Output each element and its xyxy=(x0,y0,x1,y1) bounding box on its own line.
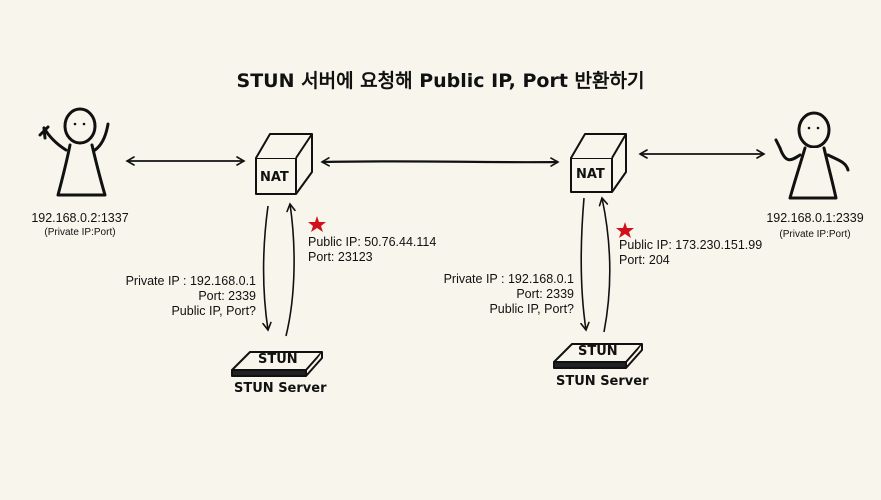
arrow-nat-nat xyxy=(320,157,560,167)
left-response-text: Public IP: 50.76.44.114 Port: 23123 xyxy=(308,235,436,265)
right-response-text: Public IP: 173.230.151.99 Port: 204 xyxy=(619,238,762,268)
right-response-arrow xyxy=(598,196,611,333)
right-stun-server-icon xyxy=(553,343,643,369)
right-star-icon xyxy=(616,222,634,238)
left-person-icon xyxy=(38,107,110,197)
left-nat-box xyxy=(255,133,313,195)
left-stun-server-icon xyxy=(231,351,323,377)
right-request-line2: Port: 2339 xyxy=(516,287,574,301)
left-request-text: Private IP : 192.168.0.1 Port: 2339 Publ… xyxy=(60,274,256,319)
right-stun-caption: STUN Server xyxy=(556,374,649,389)
right-response-line1: Public IP: 173.230.151.99 xyxy=(619,238,763,252)
left-stun-caption: STUN Server xyxy=(234,381,327,396)
right-request-arrow xyxy=(580,197,590,332)
left-stun-box-label: STUN xyxy=(258,352,298,367)
left-peer-caption: (Private IP:Port) xyxy=(44,227,116,238)
left-request-arrow xyxy=(262,205,272,332)
left-request-line2: Port: 2339 xyxy=(198,289,256,303)
left-request-line3: Public IP, Port? xyxy=(171,304,256,318)
left-star-icon xyxy=(308,216,326,232)
right-nat-box xyxy=(570,133,627,193)
right-request-line3: Public IP, Port? xyxy=(489,302,574,316)
right-nat-label: NAT xyxy=(576,167,605,182)
right-request-text: Private IP : 192.168.0.1 Port: 2339 Publ… xyxy=(376,272,574,317)
right-peer-caption: (Private IP:Port) xyxy=(779,229,851,240)
diagram-title: STUN 서버에 요청해 Public IP, Port 반환하기 xyxy=(236,70,645,92)
right-stun-box-label: STUN xyxy=(578,344,618,359)
left-response-arrow xyxy=(285,202,296,337)
left-peer-address: 192.168.0.2:1337 xyxy=(31,211,129,225)
right-person-icon xyxy=(774,111,850,200)
right-peer-address: 192.168.0.1:2339 xyxy=(766,211,864,225)
left-nat-label: NAT xyxy=(260,170,289,185)
left-response-line1: Public IP: 50.76.44.114 xyxy=(308,235,437,249)
left-request-line1: Private IP : 192.168.0.1 xyxy=(125,274,256,288)
right-response-line2: Port: 204 xyxy=(619,253,670,267)
right-request-line1: Private IP : 192.168.0.1 xyxy=(443,272,574,286)
left-response-line2: Port: 23123 xyxy=(308,250,373,264)
